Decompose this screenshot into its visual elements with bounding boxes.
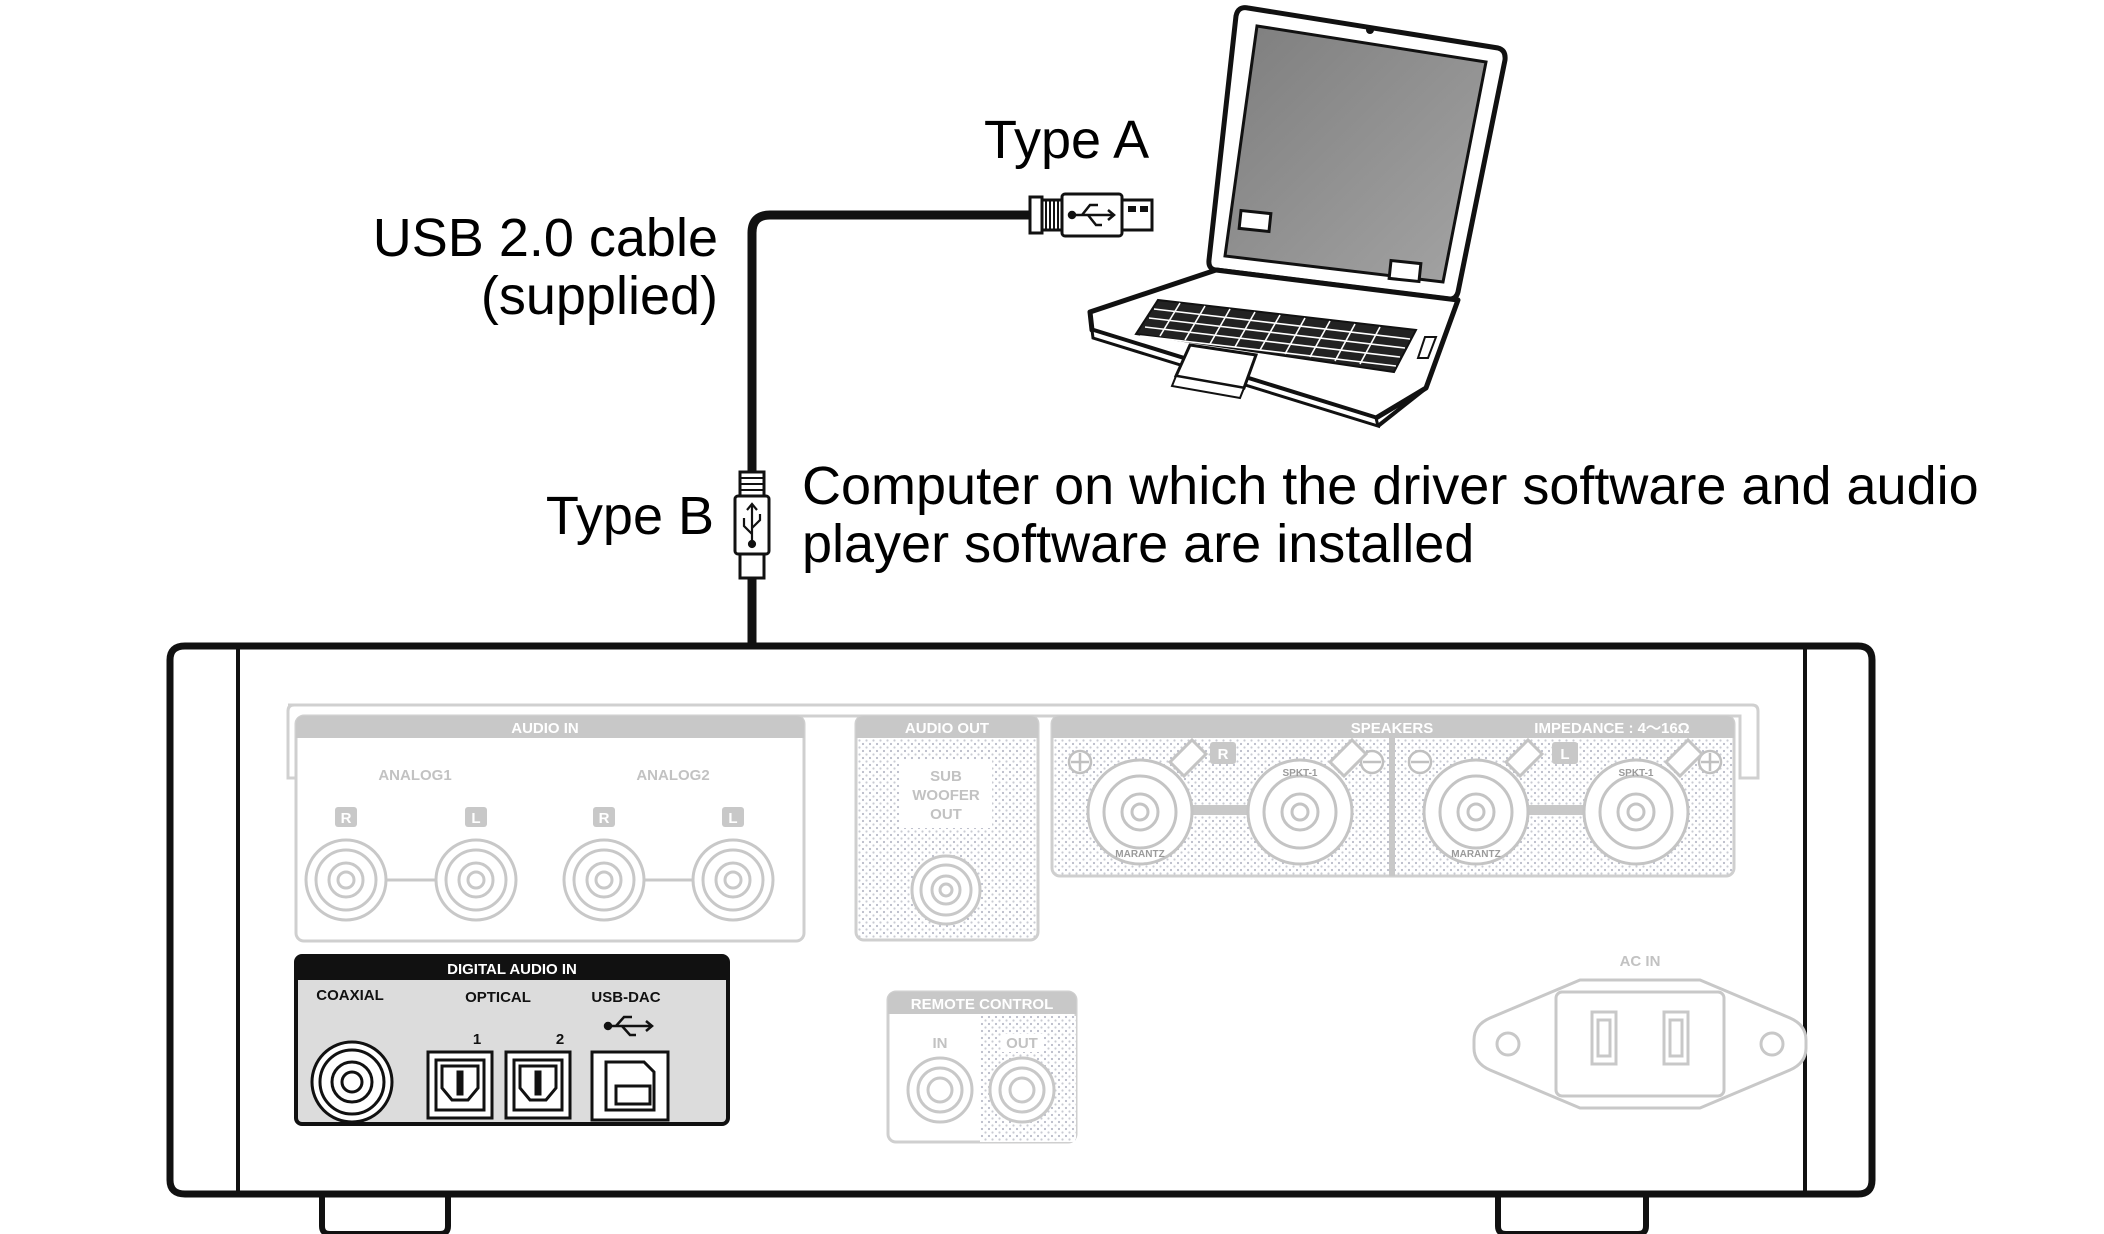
rca-jack-analog1-r[interactable]: [304, 838, 388, 922]
optical-input-1[interactable]: [426, 1050, 494, 1120]
optical-2-label: 2: [556, 1031, 564, 1048]
speakers-title: SPEAKERS: [1351, 720, 1434, 737]
optical-input-2[interactable]: [504, 1050, 572, 1120]
analog2-r-badge: R: [593, 807, 615, 827]
usb-trident-icon: [1067, 203, 1116, 227]
optical-1-label: 1: [473, 1031, 481, 1048]
remote-control-section: REMOTE CONTROL IN OUT: [886, 990, 1078, 1144]
usb-dac-label: USB-DAC: [591, 989, 660, 1006]
speaker-r-badge: R: [1210, 742, 1236, 764]
svg-text:SPKT-1: SPKT-1: [1618, 768, 1653, 779]
svg-text:MARANTZ: MARANTZ: [1451, 849, 1500, 860]
ac-in-label: AC IN: [1620, 953, 1661, 970]
coaxial-label: COAXIAL: [316, 987, 384, 1004]
impedance-label: IMPEDANCE : 4～16Ω: [1534, 720, 1689, 737]
svg-text:MARANTZ: MARANTZ: [1115, 849, 1164, 860]
remote-out-label: OUT: [1006, 1035, 1038, 1052]
svg-text:R: R: [1218, 746, 1229, 763]
ac-in-section: AC IN: [1472, 953, 1808, 1110]
remote-control-title: REMOTE CONTROL: [911, 996, 1054, 1013]
svg-text:SPKT-1: SPKT-1: [1282, 768, 1317, 779]
speakers-section: SPEAKERS IMPEDANCE : 4～16Ω R L MARANTZ S…: [1050, 714, 1736, 878]
usb-type-b-plug: [733, 470, 771, 580]
cable-label-line2: (supplied): [481, 266, 718, 326]
remote-in-label: IN: [933, 1035, 948, 1052]
digital-audio-in-title: DIGITAL AUDIO IN: [447, 961, 577, 978]
speaker-terminal-l-positive[interactable]: MARANTZ: [1422, 737, 1545, 866]
rca-jack-analog2-l[interactable]: [691, 838, 775, 922]
speaker-terminal-r-positive[interactable]: MARANTZ: [1086, 737, 1209, 866]
remote-in-jack[interactable]: [906, 1056, 974, 1124]
rca-jack-analog2-r[interactable]: [562, 838, 646, 922]
ac-inlet-socket[interactable]: [1472, 978, 1808, 1110]
audio-out-title: AUDIO OUT: [905, 720, 989, 737]
type-a-label: Type A: [984, 110, 1149, 170]
svg-text:L: L: [1560, 746, 1569, 763]
optical-label: OPTICAL: [465, 989, 531, 1006]
usb-trident-icon: [603, 1015, 654, 1037]
cable-label-line1: USB 2.0 cable: [373, 208, 718, 268]
speaker-l-badge: L: [1552, 742, 1578, 764]
computer-label-line2: player software are installed: [802, 514, 1474, 574]
audio-in-section: AUDIO IN ANALOG1 ANALOG2 R L R L: [294, 714, 806, 943]
coaxial-input-jack[interactable]: [310, 1040, 394, 1124]
analog2-label: ANALOG2: [636, 767, 709, 784]
audio-out-section: AUDIO OUT SUB WOOFER OUT: [854, 714, 1040, 942]
remote-out-jack[interactable]: [988, 1056, 1056, 1124]
laptop-computer: [1087, 5, 1508, 429]
usb-dac-port[interactable]: [590, 1050, 670, 1122]
speaker-terminal-l-negative[interactable]: SPKT-1: [1582, 737, 1705, 866]
type-b-label: Type B: [546, 486, 714, 546]
svg-text:R: R: [341, 810, 352, 827]
analog2-l-badge: L: [722, 807, 744, 827]
svg-text:L: L: [471, 810, 480, 827]
speaker-terminal-r-negative[interactable]: SPKT-1: [1246, 737, 1369, 866]
analog1-label: ANALOG1: [378, 767, 451, 784]
audio-in-title: AUDIO IN: [511, 720, 579, 737]
subwoofer-label-line3: OUT: [930, 806, 962, 823]
analog1-r-badge: R: [335, 807, 357, 827]
subwoofer-label-line2: WOOFER: [912, 787, 980, 804]
computer-label-line1: Computer on which the driver software an…: [802, 456, 1979, 516]
digital-audio-in-section: DIGITAL AUDIO IN COAXIAL OPTICAL 1 2 USB…: [294, 954, 730, 1126]
usb-type-a-plug: [1028, 192, 1154, 238]
svg-text:L: L: [728, 810, 737, 827]
rca-jack-analog1-l[interactable]: [434, 838, 518, 922]
svg-text:R: R: [599, 810, 610, 827]
analog1-l-badge: L: [465, 807, 487, 827]
usb-trident-icon: [742, 502, 762, 549]
subwoofer-label-line1: SUB: [930, 768, 962, 785]
rca-jack-subwoofer-out[interactable]: [910, 854, 982, 926]
